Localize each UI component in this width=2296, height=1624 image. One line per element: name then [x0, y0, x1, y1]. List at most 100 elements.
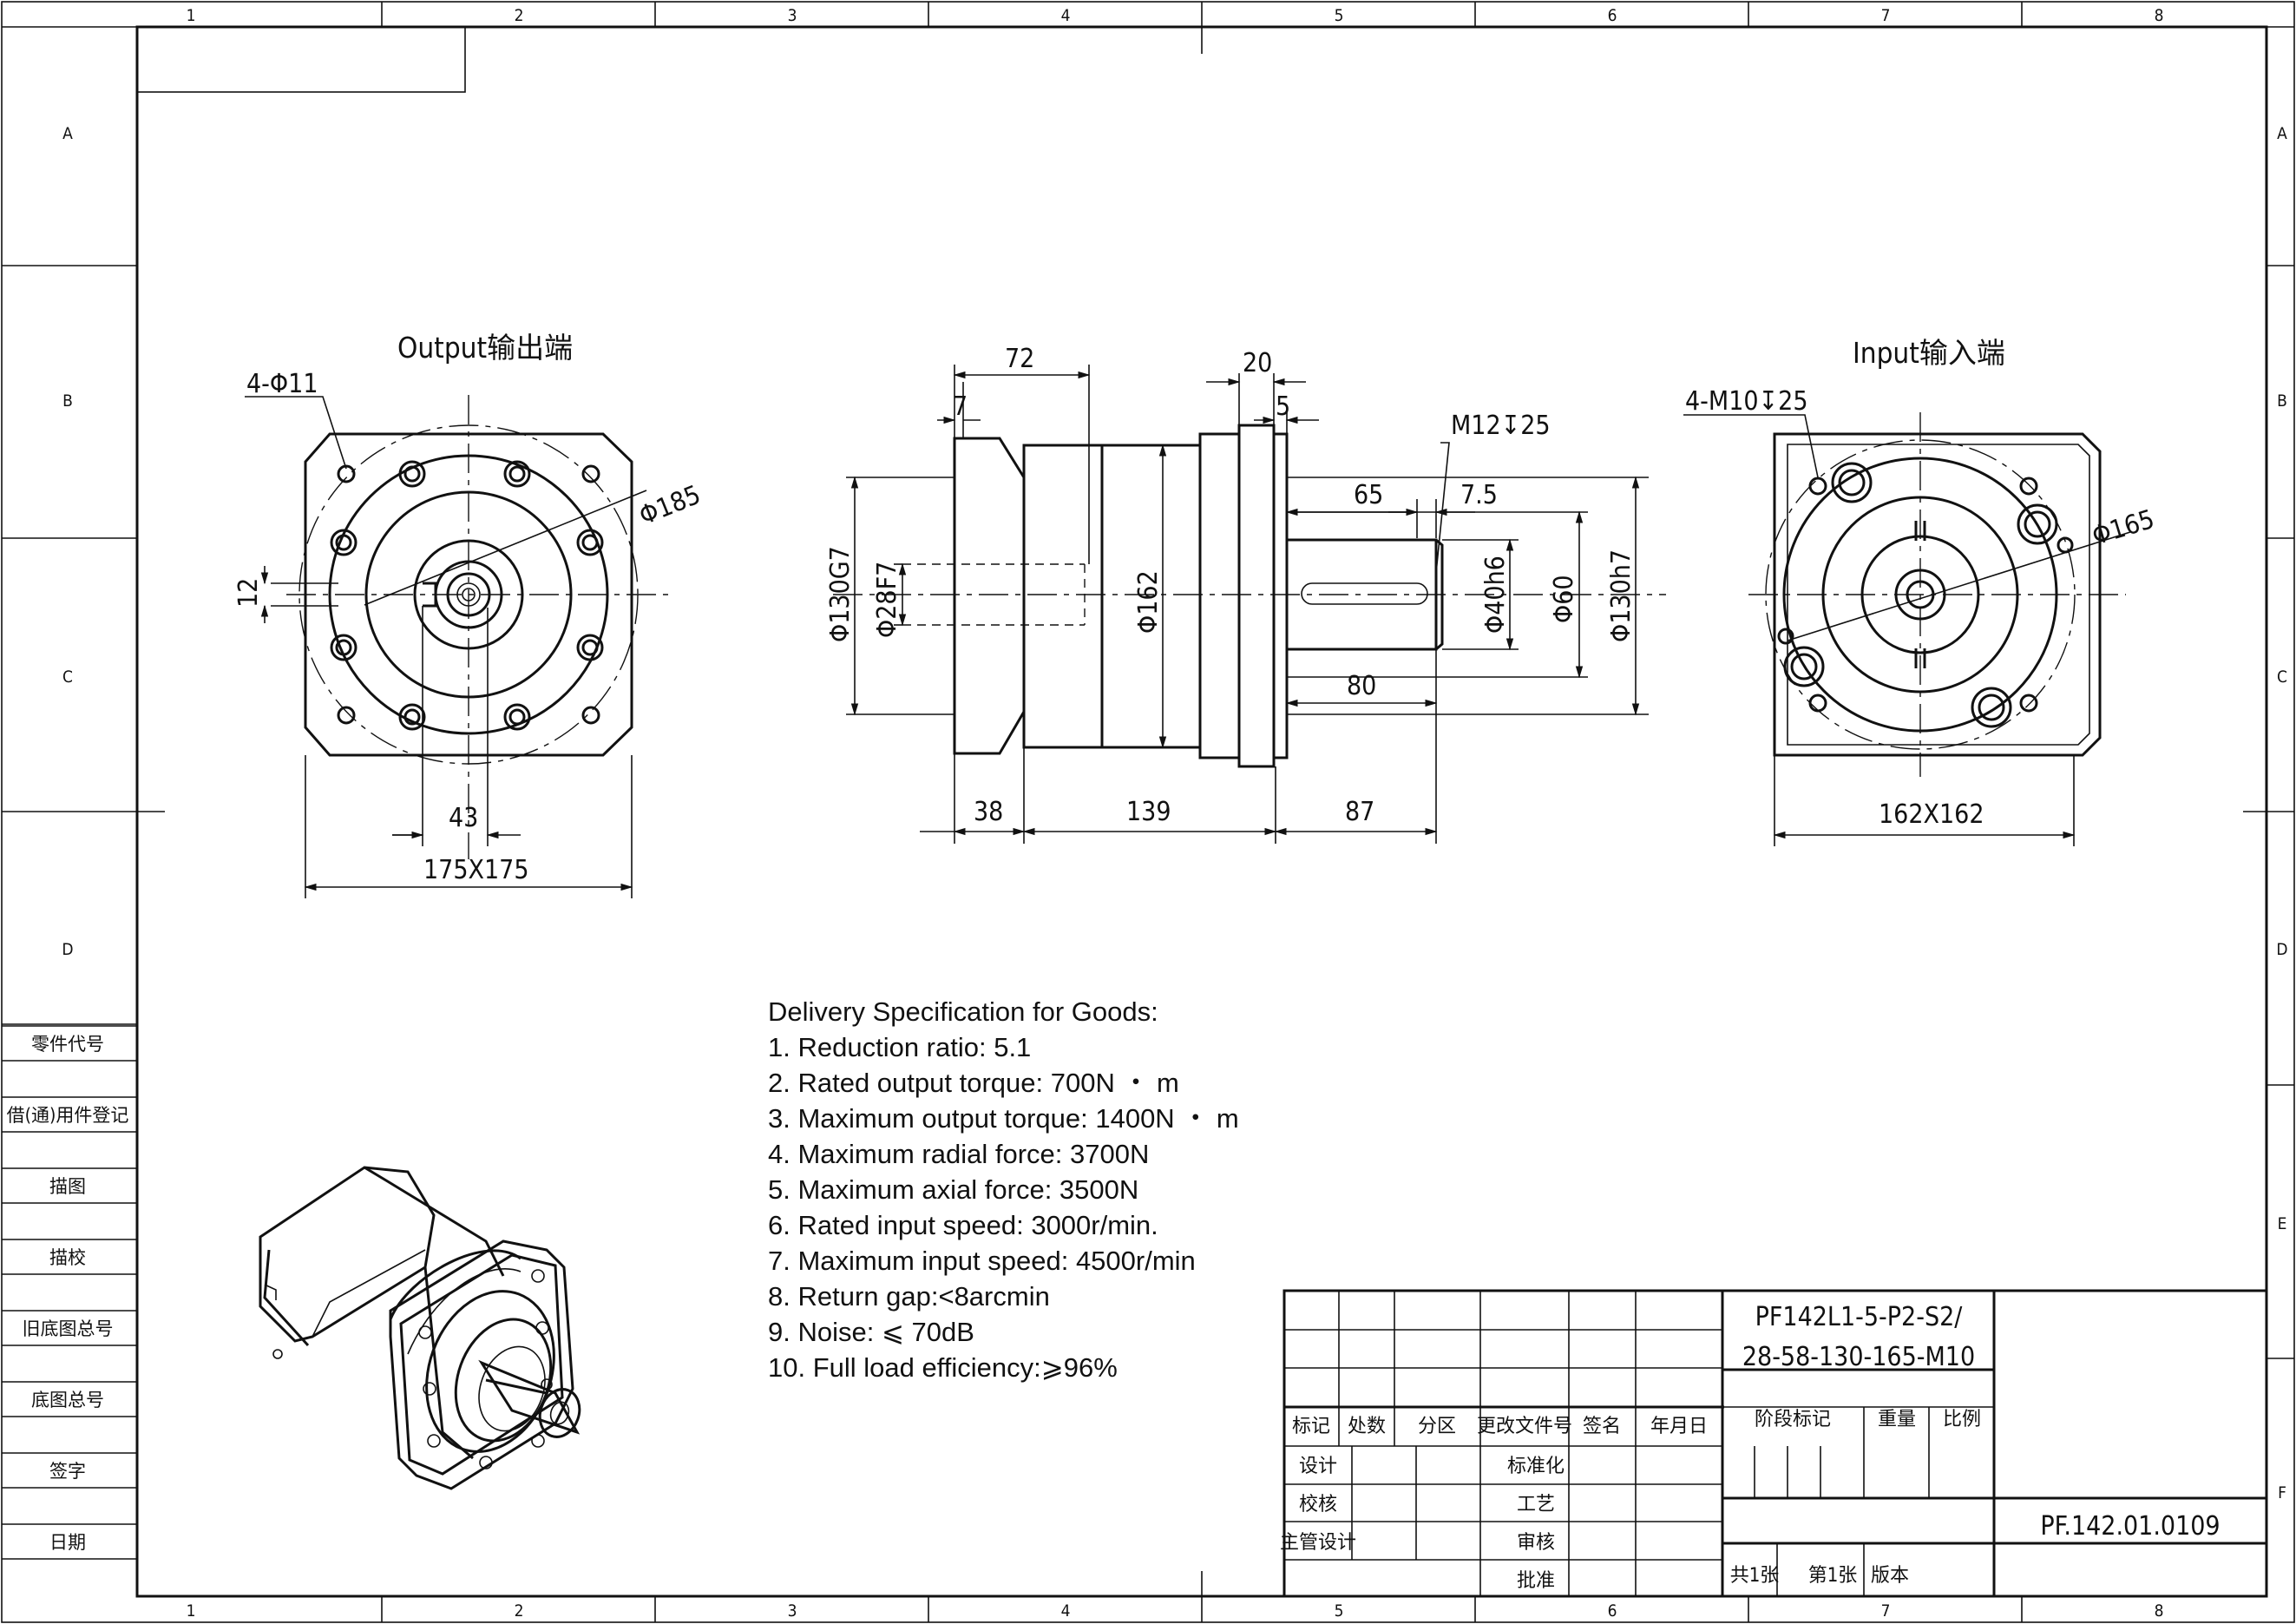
dim-72: 72 [1005, 344, 1034, 374]
grid-row-d: D [62, 940, 73, 959]
dim-m12: M12↧25 [1451, 411, 1551, 441]
grid-col-6-bottom: 6 [1608, 1601, 1617, 1621]
tb-design: 设计 [1299, 1456, 1337, 1477]
spec-item-7: 7. Maximum input speed: 4500r/min [768, 1246, 1196, 1276]
dim-7-5: 7.5 [1460, 480, 1498, 510]
tb-header-zone: 分区 [1418, 1416, 1456, 1437]
grid-col-2: 2 [515, 6, 524, 25]
dim-80: 80 [1347, 671, 1376, 701]
delivery-specification: Delivery Specification for Goods: 1. Red… [768, 994, 1239, 1385]
dim-43: 43 [449, 803, 478, 833]
spec-item-4: 4. Maximum radial force: 3700N [768, 1139, 1150, 1169]
grid-col-5-bottom: 5 [1335, 1601, 1344, 1621]
grid-col-8-bottom: 8 [2155, 1601, 2164, 1621]
output-view-title: Output输出端 [397, 331, 573, 365]
grid-row-c-right: C [2277, 667, 2287, 687]
grid-col-7-bottom: 7 [1881, 1601, 1891, 1621]
left-table-date: 日期 [49, 1532, 86, 1553]
grid-row-a: A [62, 124, 73, 143]
dim-139: 139 [1126, 797, 1171, 827]
tb-drawing-number: PF.142.01.0109 [2040, 1511, 2220, 1542]
left-table-signature: 签字 [49, 1461, 86, 1482]
dim-d130h7: Φ130h7 [1606, 549, 1637, 642]
dim-12: 12 [233, 578, 264, 608]
grid-col-5: 5 [1335, 6, 1344, 25]
grid-col-2-bottom: 2 [515, 1601, 524, 1621]
grid-col-3-bottom: 3 [788, 1601, 797, 1621]
grid-col-1-bottom: 1 [187, 1601, 196, 1621]
grid-col-4: 4 [1061, 6, 1071, 25]
output-end-view: Output输出端 [233, 331, 705, 898]
tb-review: 审核 [1517, 1532, 1555, 1554]
grid-col-1: 1 [187, 6, 196, 25]
spec-item-6: 6. Rated input speed: 3000r/min. [768, 1210, 1158, 1240]
tb-header-date: 年月日 [1650, 1416, 1708, 1437]
dim-87: 87 [1345, 797, 1374, 827]
grid-row-e-right: E [2278, 1214, 2287, 1233]
spec-item-3: 3. Maximum output torque: 1400N ・ m [768, 1103, 1239, 1134]
dim-38: 38 [974, 797, 1003, 827]
dim-holes-4-d11: 4-Φ11 [246, 369, 318, 399]
grid-row-d-right: D [2276, 940, 2287, 959]
tb-header-sign: 签名 [1583, 1416, 1621, 1437]
grid-col-6: 6 [1608, 6, 1617, 25]
grid-row-a-right: A [2277, 124, 2287, 143]
grid-row-b: B [62, 391, 73, 411]
grid-col-4-bottom: 4 [1061, 1601, 1071, 1621]
tb-check: 校核 [1299, 1494, 1337, 1516]
spec-title: Delivery Specification for Goods: [768, 996, 1158, 1027]
left-table-borrow-register: 借(通)用件登记 [7, 1105, 129, 1126]
tb-sheet-no: 第1张 [1808, 1565, 1858, 1587]
spec-item-9: 9. Noise: ⩽ 70dB [768, 1317, 974, 1347]
dim-d28f7: Φ28F7 [872, 562, 902, 638]
dim-65: 65 [1354, 480, 1383, 510]
tb-stage-mark: 阶段标记 [1755, 1409, 1831, 1430]
dim-4-m10: 4-M10↧25 [1685, 386, 1808, 417]
left-table-base-no: 底图总号 [31, 1390, 104, 1410]
title-block: 标记 处数 分区 更改文件号 签名 年月日 设计 校核 主管设计 标准化 工艺 … [1280, 1289, 2268, 1598]
side-view: 72 7 20 5 M12↧25 65 7.5 Φ130G7 Φ28F7 Φ16… [825, 344, 1666, 844]
dim-d130g7: Φ130G7 [825, 546, 856, 642]
input-end-view: Input输入端 4-M10↧25 [1683, 336, 2158, 846]
spec-item-8: 8. Return gap:<8arcmin [768, 1281, 1050, 1312]
dim-d60: Φ60 [1549, 575, 1579, 623]
tb-model-line-1: PF142L1-5-P2-S2/ [1755, 1302, 1964, 1332]
tb-process: 工艺 [1517, 1494, 1555, 1516]
dim-5: 5 [1276, 391, 1290, 422]
dim-162x162: 162X162 [1879, 799, 1984, 830]
left-record-table: 零件代号 借(通)用件登记 描图 描校 旧底图总号 底图总号 签字 日期 [2, 1025, 137, 1560]
dim-7: 7 [953, 391, 968, 422]
tb-sheet-total: 共1张 [1730, 1565, 1780, 1587]
dim-d40h6: Φ40h6 [1480, 556, 1511, 634]
spec-item-1: 1. Reduction ratio: 5.1 [768, 1032, 1032, 1062]
grid-col-7: 7 [1881, 6, 1891, 25]
left-table-trace-check: 描校 [49, 1247, 86, 1268]
input-view-title: Input输入端 [1853, 336, 2005, 370]
tb-version: 版本 [1871, 1565, 1909, 1587]
dim-d162: Φ162 [1133, 570, 1164, 634]
grid-col-8: 8 [2155, 6, 2164, 25]
spec-item-2: 2. Rated output torque: 700N ・ m [768, 1068, 1179, 1098]
left-table-part-code: 零件代号 [31, 1034, 104, 1055]
dim-175x175: 175X175 [423, 855, 529, 885]
tb-chief-design: 主管设计 [1280, 1532, 1356, 1554]
isometric-view [259, 1166, 581, 1490]
tb-model-line-2: 28-58-130-165-M10 [1742, 1342, 1975, 1372]
tb-scale: 比例 [1943, 1409, 1981, 1430]
spec-item-5: 5. Maximum axial force: 3500N [768, 1174, 1139, 1205]
grid-col-3: 3 [788, 6, 797, 25]
tb-header-mark: 标记 [1292, 1416, 1330, 1437]
tb-header-count: 处数 [1348, 1416, 1386, 1437]
tb-header-change-doc: 更改文件号 [1477, 1416, 1572, 1437]
tb-standardization: 标准化 [1507, 1456, 1565, 1477]
tb-approve: 批准 [1517, 1570, 1555, 1592]
left-table-old-base-no: 旧底图总号 [23, 1318, 114, 1339]
grid-row-f-right: F [2278, 1483, 2286, 1502]
spec-item-10: 10. Full load efficiency:⩾96% [768, 1352, 1118, 1383]
grid-row-b-right: B [2277, 391, 2287, 411]
dim-d185: Φ185 [635, 480, 705, 532]
left-table-tracing: 描图 [49, 1176, 86, 1197]
dim-20: 20 [1243, 348, 1272, 378]
tb-weight: 重量 [1878, 1409, 1916, 1430]
